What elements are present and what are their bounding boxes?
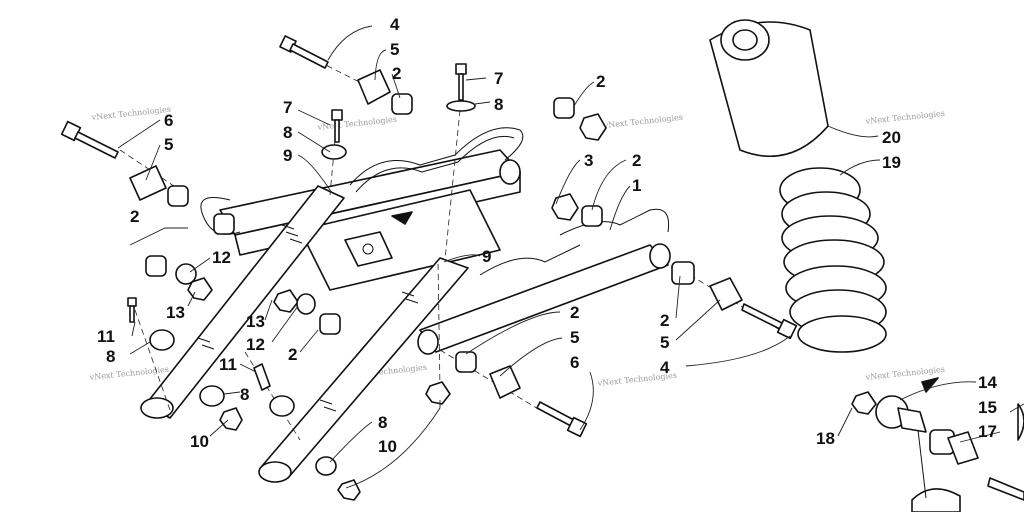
watermark: vNext Technologies bbox=[602, 113, 683, 130]
watermark: vNext Technologies bbox=[88, 365, 169, 382]
callout-6: 6 bbox=[164, 111, 173, 130]
callout-9: 9 bbox=[482, 247, 491, 266]
callout-2: 2 bbox=[570, 303, 579, 322]
callout-5: 5 bbox=[164, 135, 173, 154]
watermark: vNext Technologies bbox=[864, 109, 945, 126]
callout-10: 10 bbox=[190, 432, 209, 451]
callout-19: 19 bbox=[882, 153, 901, 172]
callout-17: 17 bbox=[978, 422, 997, 441]
callout-2: 2 bbox=[632, 151, 641, 170]
callout-6: 6 bbox=[570, 353, 579, 372]
callout-12: 12 bbox=[246, 335, 265, 354]
callout-5: 5 bbox=[660, 333, 669, 352]
callout-15: 15 bbox=[978, 398, 997, 417]
callout-2: 2 bbox=[392, 64, 401, 83]
callout-4: 4 bbox=[660, 358, 670, 377]
callout-12: 12 bbox=[212, 248, 231, 267]
callout-labels: 4 5 2 7 8 2 6 5 7 8 9 20 19 3 2 1 2 12 1… bbox=[97, 15, 997, 456]
callout-18: 18 bbox=[816, 429, 835, 448]
watermark: vNext Technologies bbox=[316, 115, 397, 132]
shock-spring-assembly bbox=[709, 19, 887, 353]
callout-5: 5 bbox=[570, 328, 579, 347]
callout-11: 11 bbox=[97, 327, 115, 346]
callout-9: 9 bbox=[283, 146, 292, 165]
shock-lower-mount bbox=[851, 377, 1024, 512]
callout-2: 2 bbox=[596, 72, 605, 91]
callout-5: 5 bbox=[390, 40, 399, 59]
callout-2: 2 bbox=[130, 207, 139, 226]
leader-lines bbox=[117, 25, 1024, 489]
callout-7: 7 bbox=[283, 98, 292, 117]
swing-arm-frame bbox=[140, 127, 671, 483]
callout-2: 2 bbox=[660, 311, 669, 330]
callout-8: 8 bbox=[494, 95, 503, 114]
callout-10: 10 bbox=[378, 437, 397, 456]
callout-4: 4 bbox=[390, 15, 400, 34]
callout-13: 13 bbox=[246, 312, 265, 331]
hardware bbox=[60, 35, 798, 501]
callout-7: 7 bbox=[494, 69, 503, 88]
callout-20: 20 bbox=[882, 128, 901, 147]
callout-3: 3 bbox=[584, 151, 593, 170]
callout-1: 1 bbox=[632, 176, 641, 195]
callout-8: 8 bbox=[106, 347, 115, 366]
callout-11: 11 bbox=[219, 355, 237, 374]
watermark: vNext Technologies bbox=[90, 105, 171, 122]
callout-14: 14 bbox=[978, 373, 997, 392]
callout-8: 8 bbox=[240, 385, 249, 404]
callout-8: 8 bbox=[378, 413, 387, 432]
callout-2: 2 bbox=[288, 345, 297, 364]
callout-13: 13 bbox=[166, 303, 185, 322]
callout-8: 8 bbox=[283, 123, 292, 142]
